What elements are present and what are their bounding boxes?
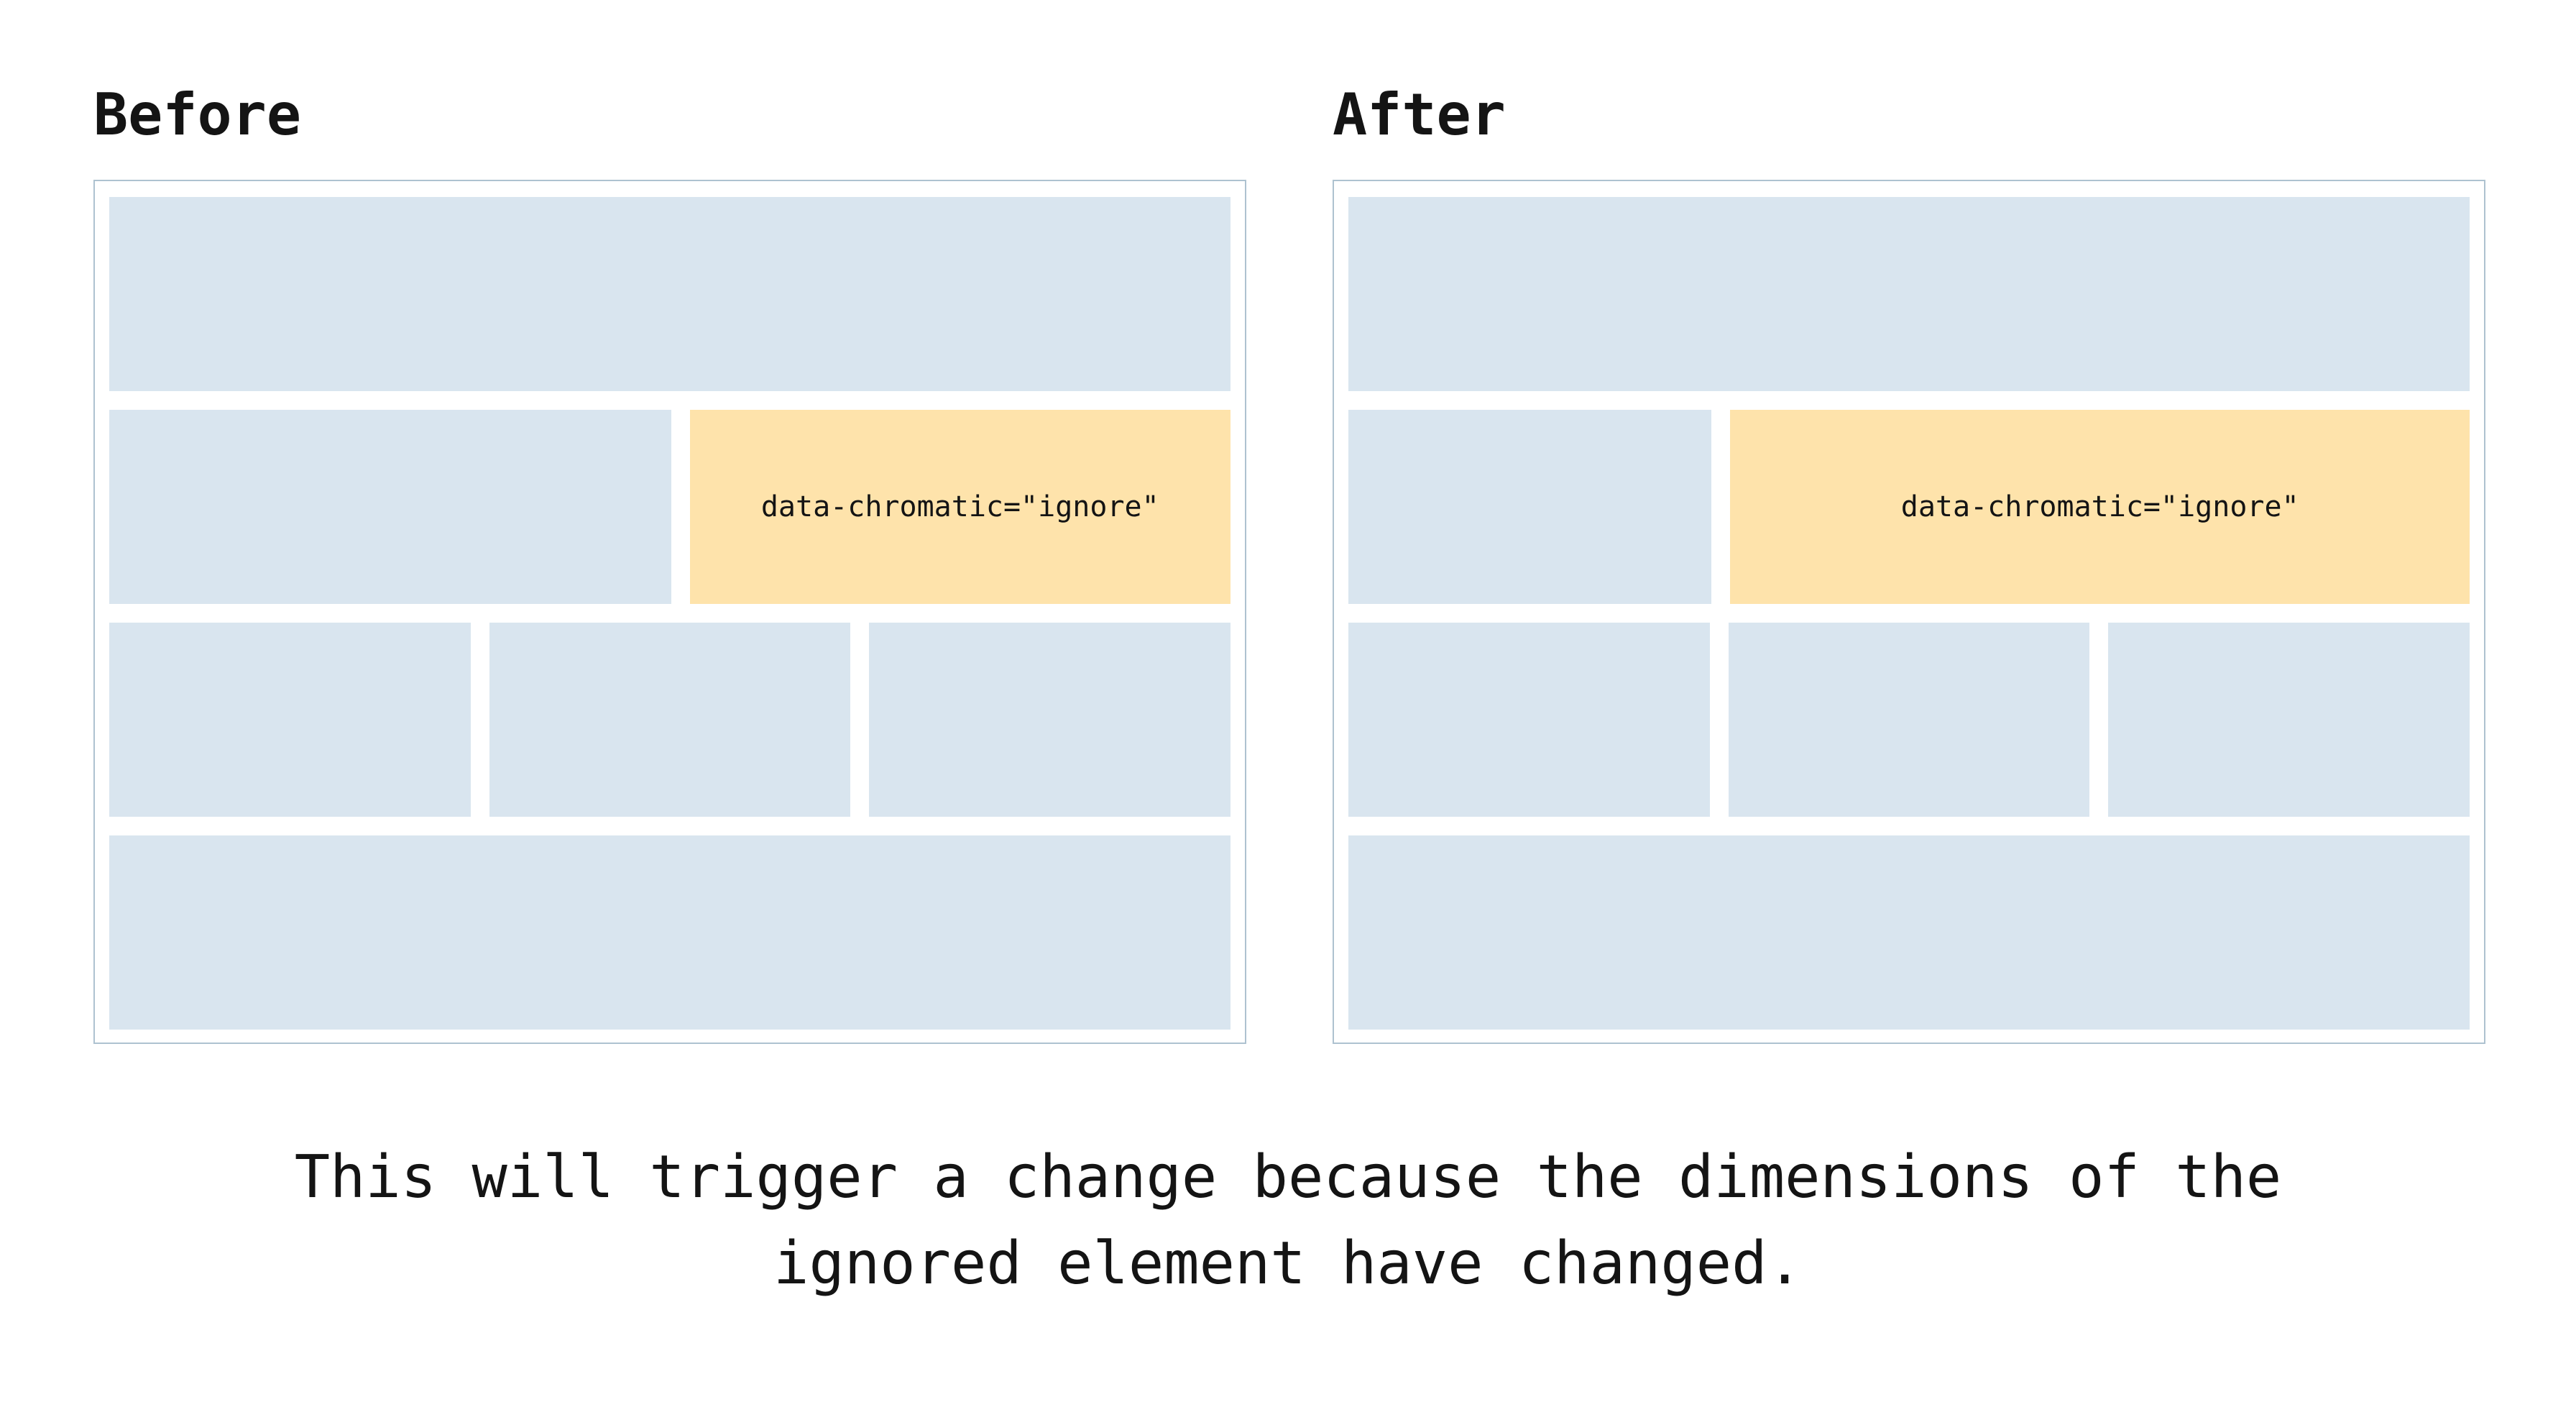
- after-wireframe-panel: data-chromatic="ignore": [1333, 180, 2485, 1044]
- hero-block: [109, 197, 1230, 391]
- ignored-element: data-chromatic="ignore": [689, 410, 1230, 604]
- footer-block: [109, 835, 1230, 1030]
- before-column: Before data-chromatic="ignore": [93, 81, 1246, 1044]
- grid-block-1: [109, 623, 471, 817]
- wireframe-row-hero: [109, 197, 1230, 391]
- before-after-comparison: Before data-chromatic="ignore" After: [93, 81, 2485, 1044]
- wireframe-row-grid: [109, 623, 1231, 817]
- hero-block: [1348, 197, 2470, 391]
- footer-block: [1348, 835, 2470, 1030]
- caption-line-1: This will trigger a change because the d…: [294, 1143, 2282, 1211]
- caption: This will trigger a change because the d…: [0, 1135, 2576, 1307]
- ignored-element-label: data-chromatic="ignore": [1900, 490, 2299, 523]
- before-heading: Before: [93, 81, 301, 148]
- row2-left-block: [1348, 410, 1712, 604]
- before-wireframe-panel: data-chromatic="ignore": [93, 180, 1246, 1044]
- wireframe-row-grid: [1348, 623, 2470, 817]
- wireframe-row-ignored: data-chromatic="ignore": [1348, 410, 2470, 604]
- row2-left-block: [109, 410, 671, 604]
- ignored-element: data-chromatic="ignore": [1730, 410, 2470, 604]
- ignored-element-label: data-chromatic="ignore": [760, 490, 1159, 523]
- grid-block-2: [1728, 623, 2090, 817]
- grid-block-3: [869, 623, 1231, 817]
- after-heading: After: [1333, 81, 1506, 148]
- grid-block-3: [2108, 623, 2470, 817]
- wireframe-row-ignored: data-chromatic="ignore": [109, 410, 1230, 604]
- grid-block-2: [489, 623, 851, 817]
- wireframe-row-footer: [109, 835, 1230, 1030]
- wireframe-row-footer: [1348, 835, 2470, 1030]
- grid-block-1: [1348, 623, 1710, 817]
- after-column: After data-chromatic="ignore": [1333, 81, 2485, 1044]
- wireframe-row-hero: [1348, 197, 2470, 391]
- caption-line-2: ignored element have changed.: [773, 1229, 1803, 1298]
